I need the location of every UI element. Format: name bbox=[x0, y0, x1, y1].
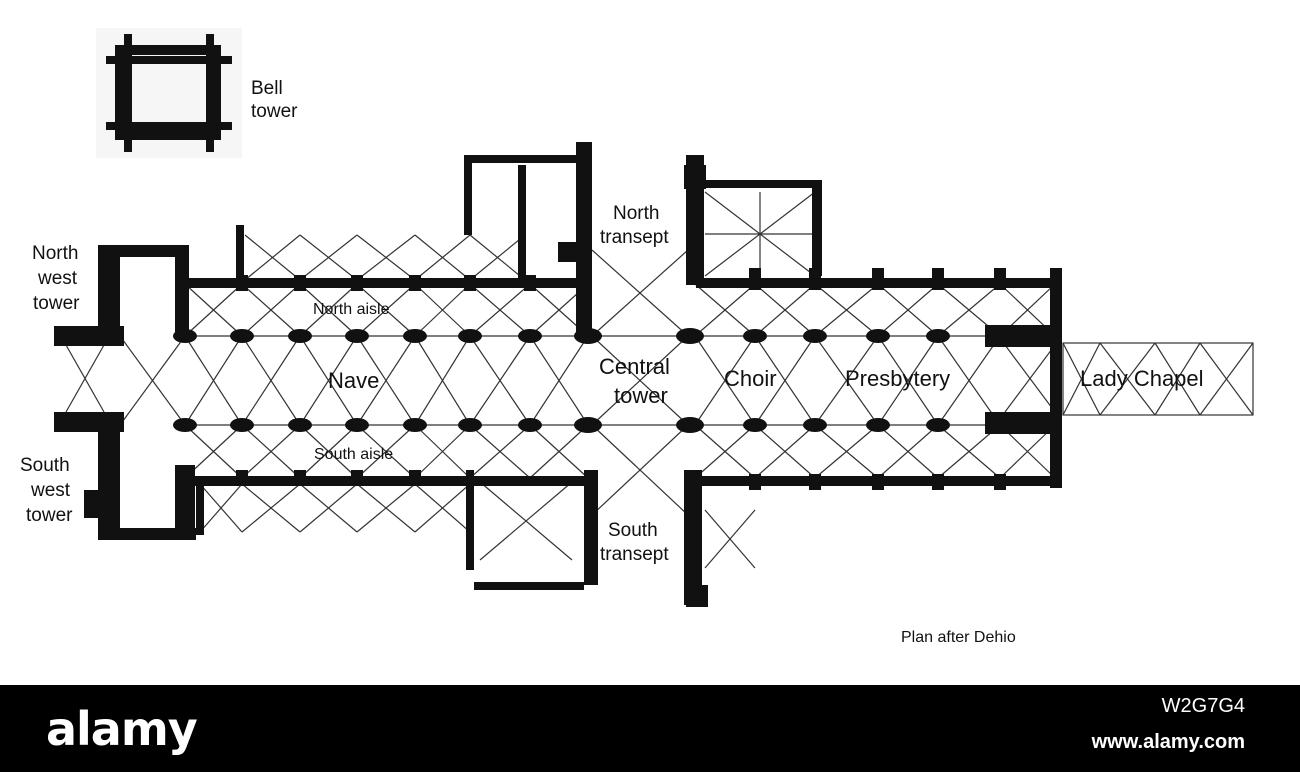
label-bell-tower-1: Bell bbox=[251, 78, 283, 99]
label-nw-tower-3: tower bbox=[33, 293, 80, 314]
alamy-logo: alamy bbox=[46, 702, 198, 756]
label-sw-tower-2: west bbox=[30, 480, 71, 501]
label-central-tower-2: tower bbox=[614, 383, 668, 408]
north-aisle-vaults bbox=[184, 234, 589, 337]
label-nw-tower-1: North bbox=[32, 243, 78, 264]
label-sw-tower-3: tower bbox=[26, 505, 73, 526]
label-sw-tower-1: South bbox=[20, 455, 70, 476]
label-central-tower-1: Central bbox=[599, 354, 670, 379]
watermark-footer: alamy W2G7G4 www.alamy.com bbox=[0, 685, 1300, 772]
label-choir: Choir bbox=[724, 366, 777, 391]
label-lady-chapel: Lady Chapel bbox=[1080, 366, 1204, 391]
label-north-aisle: North aisle bbox=[313, 301, 390, 318]
label-presbytery: Presbytery bbox=[845, 366, 950, 391]
image-id: W2G7G4 bbox=[1161, 695, 1245, 717]
wall-buttresses bbox=[236, 165, 1006, 607]
nave-vaults bbox=[119, 335, 589, 426]
bell-tower-symbol bbox=[96, 28, 242, 158]
lady-chapel-vaults bbox=[1062, 342, 1254, 416]
south-arcade-piers bbox=[173, 417, 1010, 433]
cathedral-plan bbox=[65, 191, 1254, 569]
floor-plan-diagram: Bell tower North west tower South west t… bbox=[20, 28, 1254, 646]
label-credit: Plan after Dehio bbox=[901, 629, 1016, 646]
site-url: www.alamy.com bbox=[1091, 731, 1245, 753]
label-south-transept-2: transept bbox=[600, 544, 669, 565]
north-arcade-piers bbox=[173, 328, 1010, 344]
label-nw-tower-2: west bbox=[37, 268, 78, 289]
label-north-transept-2: transept bbox=[600, 227, 669, 248]
label-bell-tower-2: tower bbox=[251, 101, 298, 122]
chapel-vaults bbox=[65, 191, 816, 569]
label-north-transept-1: North bbox=[613, 203, 659, 224]
plan-labels: Bell tower North west tower South west t… bbox=[20, 78, 1204, 646]
crossing-vaults bbox=[591, 249, 689, 516]
label-south-transept-1: South bbox=[608, 520, 658, 541]
label-south-aisle: South aisle bbox=[314, 446, 393, 463]
label-nave: Nave bbox=[328, 368, 379, 393]
south-aisle-vaults bbox=[184, 424, 589, 533]
piers bbox=[173, 165, 1010, 607]
floor-plan-svg: Bell tower North west tower South west t… bbox=[20, 28, 1254, 646]
